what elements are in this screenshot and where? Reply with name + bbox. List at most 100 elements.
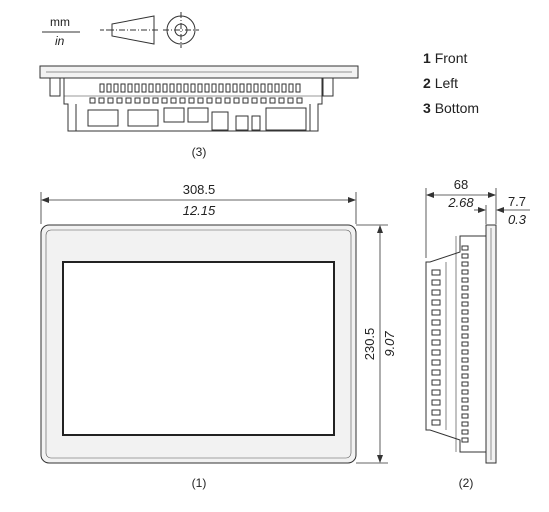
- vent-slot: [152, 97, 159, 104]
- vent-slot: [461, 429, 469, 435]
- vent-slot: [218, 83, 224, 93]
- bottom-view-caption: (3): [192, 145, 207, 159]
- vent-slot: [461, 381, 469, 387]
- legend-number: 3: [423, 100, 431, 116]
- vent-slot: [431, 409, 441, 416]
- left-depth-mm: 68: [454, 177, 468, 192]
- vent-slot: [461, 333, 469, 339]
- vent-slot: [148, 83, 154, 93]
- vent-slot: [179, 97, 186, 104]
- vent-slot: [141, 83, 147, 93]
- vent-slot: [89, 97, 96, 104]
- vent-slot: [461, 349, 469, 355]
- legend-label: Front: [434, 50, 468, 66]
- vent-slot: [461, 309, 469, 315]
- vent-slot: [461, 325, 469, 331]
- usb-port: [211, 111, 229, 131]
- vent-slot: [431, 289, 441, 296]
- front-width-in: 12.15: [183, 203, 216, 218]
- vent-slot: [107, 97, 114, 104]
- front-screen: [62, 261, 335, 436]
- projection-symbol-icon: [100, 12, 199, 48]
- vent-slot: [113, 83, 119, 93]
- vent-slot: [461, 253, 469, 259]
- vent-slot: [461, 269, 469, 275]
- vent-slot: [232, 83, 238, 93]
- left-view-caption: (2): [459, 476, 474, 490]
- vent-slot: [98, 97, 105, 104]
- vent-slot: [204, 83, 210, 93]
- vent-slot: [461, 421, 469, 427]
- vent-slot: [197, 97, 204, 104]
- bottom-view-vents: [89, 83, 303, 104]
- vent-slot: [162, 83, 168, 93]
- vent-slot: [224, 97, 231, 104]
- vent-slot: [461, 365, 469, 371]
- legend-label: Bottom: [434, 100, 480, 116]
- vent-slot: [239, 83, 245, 93]
- vent-slot: [461, 437, 469, 443]
- vent-slot: [461, 405, 469, 411]
- bottom-view-housing: [63, 78, 323, 132]
- vent-slot: [461, 293, 469, 299]
- vent-slot: [246, 83, 252, 93]
- units-legend: mm in: [42, 15, 80, 48]
- unit-in: in: [55, 34, 65, 48]
- vent-slot: [190, 83, 196, 93]
- vent-slot: [431, 279, 441, 286]
- serial-port-2: [127, 109, 159, 127]
- vent-slot: [461, 261, 469, 267]
- vent-slot: [431, 339, 441, 346]
- left-depth-in: 2.68: [447, 195, 474, 210]
- vent-slot: [176, 83, 182, 93]
- vent-slot: [431, 399, 441, 406]
- vent-slot: [267, 83, 273, 93]
- vent-slot: [461, 317, 469, 323]
- vent-slot: [206, 97, 213, 104]
- vent-slot: [461, 389, 469, 395]
- vent-slot: [134, 83, 140, 93]
- legend-label: Left: [434, 75, 459, 91]
- vent-slot: [431, 309, 441, 316]
- vent-slot: [278, 97, 285, 104]
- front-bezel-inner: [45, 229, 352, 459]
- vent-slot: [253, 83, 259, 93]
- vent-slot: [225, 83, 231, 93]
- ethernet-port-1: [163, 107, 185, 123]
- vent-slot: [461, 285, 469, 291]
- vent-slot: [431, 419, 441, 426]
- vent-slot: [233, 97, 240, 104]
- left-view-housing: [425, 235, 486, 453]
- front-height-in: 9.07: [382, 331, 397, 357]
- front-height-dimension: [356, 224, 388, 464]
- vent-slot: [287, 97, 294, 104]
- vent-slot: [431, 379, 441, 386]
- vent-slot: [431, 269, 441, 276]
- vent-slot: [170, 97, 177, 104]
- vent-slot: [274, 83, 280, 93]
- vent-slot: [431, 299, 441, 306]
- vent-slot: [215, 97, 222, 104]
- vent-slot: [251, 97, 258, 104]
- vent-slot: [288, 83, 294, 93]
- vent-slot: [461, 357, 469, 363]
- legend-number: 2: [423, 75, 431, 91]
- vent-slot: [169, 83, 175, 93]
- vent-slot: [211, 83, 217, 93]
- vent-slot: [188, 97, 195, 104]
- vent-slot: [431, 349, 441, 356]
- vent-slot: [125, 97, 132, 104]
- vent-slot: [281, 83, 287, 93]
- vent-slot: [99, 83, 105, 93]
- legend-item-bottom: 3 Bottom: [423, 100, 479, 116]
- ethernet-port-2: [187, 107, 209, 123]
- vent-slot: [461, 373, 469, 379]
- front-view-caption: (1): [192, 476, 207, 490]
- front-width-dimension: [40, 192, 357, 224]
- vent-slot: [127, 83, 133, 93]
- vent-slot: [143, 97, 150, 104]
- legend-number: 1: [423, 50, 431, 66]
- vent-slot: [461, 397, 469, 403]
- front-width-mm: 308.5: [183, 182, 216, 197]
